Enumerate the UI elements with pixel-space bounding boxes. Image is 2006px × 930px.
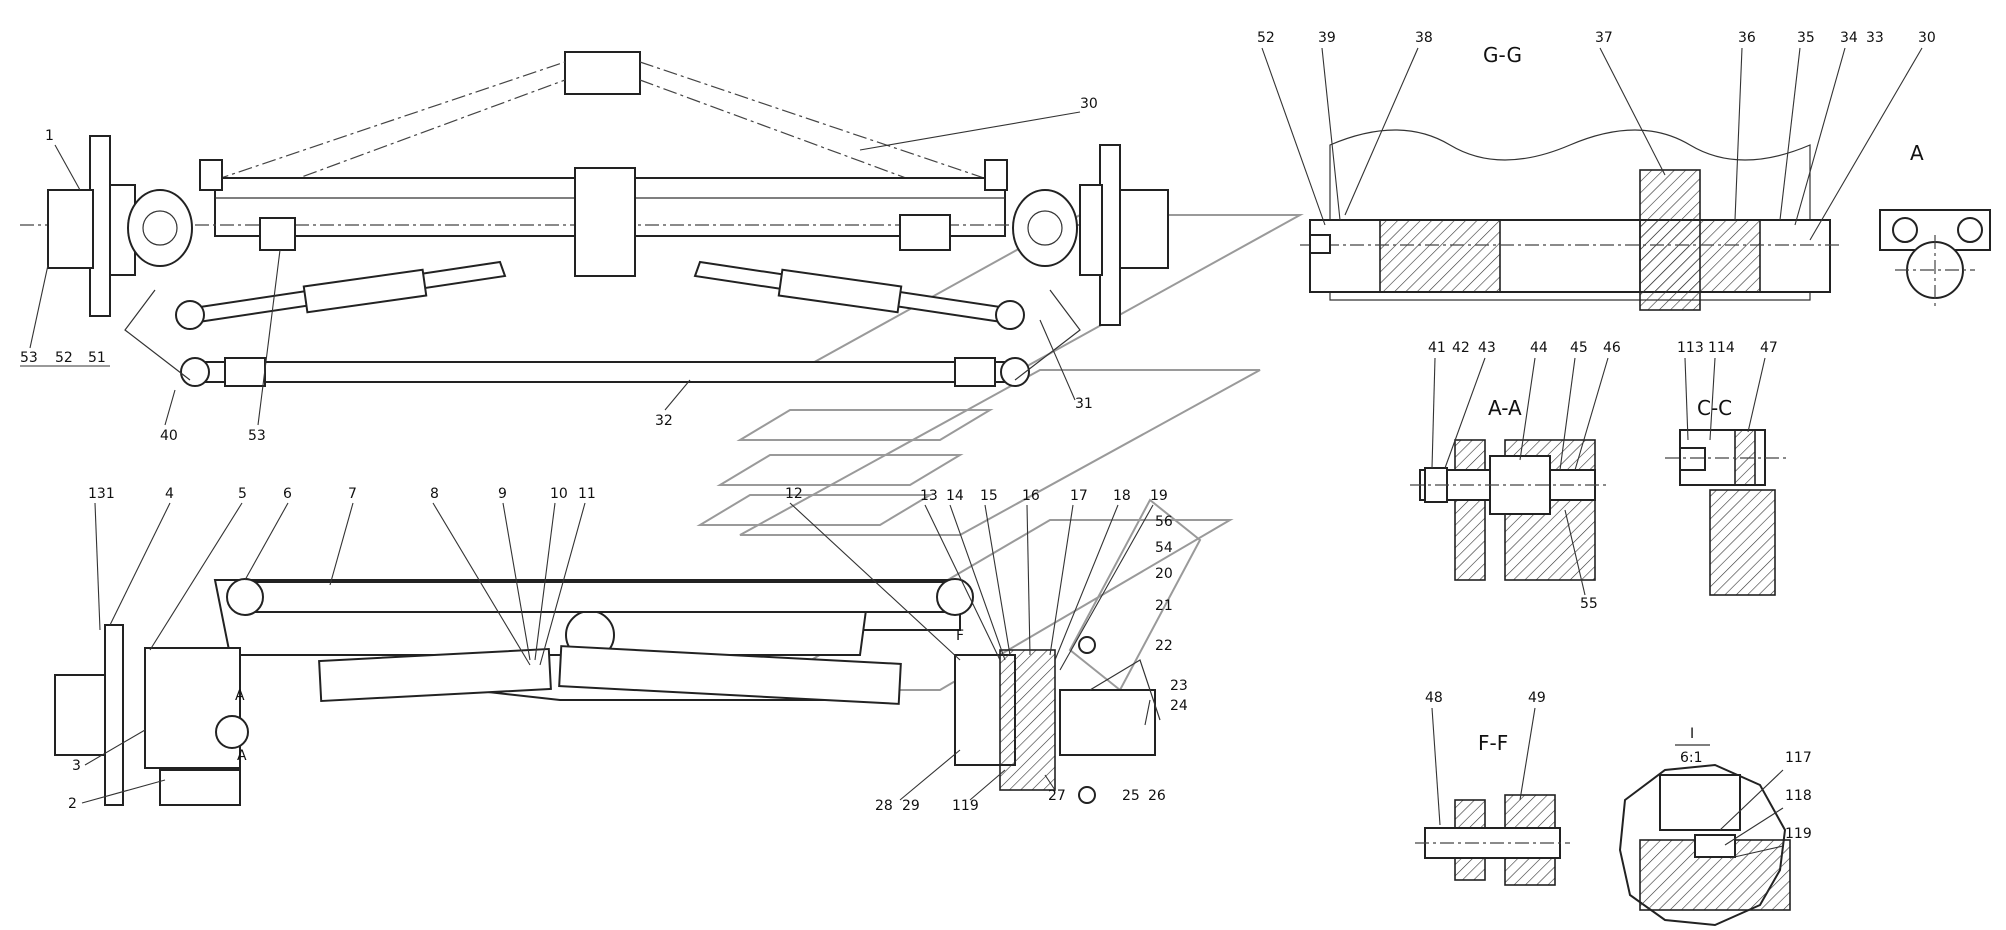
callout-6: 6 <box>283 486 292 502</box>
title-gg: G-G <box>1483 43 1522 67</box>
callout-42: 42 <box>1452 340 1470 356</box>
callout-30: 30 <box>1080 96 1098 112</box>
section-ff <box>1415 794 1570 886</box>
callout-16: 16 <box>1022 488 1040 504</box>
callout-31: 31 <box>1075 396 1093 412</box>
callout-10: 10 <box>550 486 568 502</box>
callout-22: 22 <box>1155 638 1173 654</box>
callout-8: 8 <box>430 486 439 502</box>
callout-43: 43 <box>1478 340 1496 356</box>
callout-46: 46 <box>1603 340 1621 356</box>
callouts: 1 53 52 51 40 53 32 31 30 131 4 5 6 7 8 … <box>20 30 1936 859</box>
callout-113: 113 <box>1677 340 1704 356</box>
callout-28: 28 <box>875 798 893 814</box>
callout-49: 49 <box>1528 690 1546 706</box>
callout-118: 118 <box>1785 788 1812 804</box>
callout-17: 17 <box>1070 488 1088 504</box>
callout-119b: 119 <box>1785 826 1812 842</box>
callout-56: 56 <box>1155 514 1173 530</box>
callout-34: 34 <box>1840 30 1858 46</box>
callout-48: 48 <box>1425 690 1443 706</box>
callout-21: 21 <box>1155 598 1173 614</box>
callout-33: 33 <box>1866 30 1884 46</box>
callout-45: 45 <box>1570 340 1588 356</box>
callout-1: 1 <box>45 128 54 144</box>
callout-27: 27 <box>1048 788 1066 804</box>
callout-7: 7 <box>348 486 357 502</box>
callout-36: 36 <box>1738 30 1756 46</box>
callout-37: 37 <box>1595 30 1613 46</box>
section-aa <box>1410 439 1610 581</box>
callout-18: 18 <box>1113 488 1131 504</box>
callout-131: 131 <box>88 486 115 502</box>
section-gg <box>1300 129 1840 311</box>
callout-40: 40 <box>160 428 178 444</box>
callout-19: 19 <box>1150 488 1168 504</box>
callout-53b: 53 <box>248 428 266 444</box>
callout-11: 11 <box>578 486 596 502</box>
callout-5: 5 <box>238 486 247 502</box>
callout-20: 20 <box>1155 566 1173 582</box>
callout-38: 38 <box>1415 30 1433 46</box>
callout-55: 55 <box>1580 596 1598 612</box>
title-detail-den: 6:1 <box>1680 750 1703 766</box>
detail-i <box>1618 763 1791 927</box>
section-cc <box>1665 429 1790 596</box>
title-ff: F-F <box>1478 731 1508 755</box>
callout-117: 117 <box>1785 750 1812 766</box>
callout-32: 32 <box>655 413 673 429</box>
callout-14: 14 <box>946 488 964 504</box>
view-a <box>1879 209 1991 310</box>
callout-52: 52 <box>55 350 73 366</box>
callout-24: 24 <box>1170 698 1188 714</box>
callout-119a: 119 <box>952 798 979 814</box>
callout-26: 26 <box>1148 788 1166 804</box>
callout-44: 44 <box>1530 340 1548 356</box>
callout-25: 25 <box>1122 788 1140 804</box>
title-cc: C-C <box>1697 396 1732 420</box>
callout-114: 114 <box>1708 340 1735 356</box>
callout-3: 3 <box>72 758 81 774</box>
axle-side-view <box>54 578 1161 806</box>
view-label-f: F <box>956 628 964 644</box>
callout-2: 2 <box>68 796 77 812</box>
callout-29: 29 <box>902 798 920 814</box>
callout-13: 13 <box>920 488 938 504</box>
title-detail-num: I <box>1690 726 1694 742</box>
view-label-a2: A <box>237 748 247 764</box>
callout-35: 35 <box>1797 30 1815 46</box>
axle-top-view <box>20 51 1169 387</box>
callout-9: 9 <box>498 486 507 502</box>
callout-12: 12 <box>785 486 803 502</box>
callout-51: 51 <box>88 350 106 366</box>
callout-15: 15 <box>980 488 998 504</box>
callout-30b: 30 <box>1918 30 1936 46</box>
callout-4: 4 <box>165 486 174 502</box>
title-aa: A-A <box>1488 396 1522 420</box>
callout-52b: 52 <box>1257 30 1275 46</box>
callout-23: 23 <box>1170 678 1188 694</box>
callout-39: 39 <box>1318 30 1336 46</box>
title-a: A <box>1910 141 1924 165</box>
callout-53: 53 <box>20 350 38 366</box>
view-label-a1: A <box>235 688 245 704</box>
callout-41: 41 <box>1428 340 1446 356</box>
callout-47: 47 <box>1760 340 1778 356</box>
callout-54: 54 <box>1155 540 1173 556</box>
section-titles: G-G A A-A C-C F-F I 6:1 A A F <box>235 43 1924 766</box>
